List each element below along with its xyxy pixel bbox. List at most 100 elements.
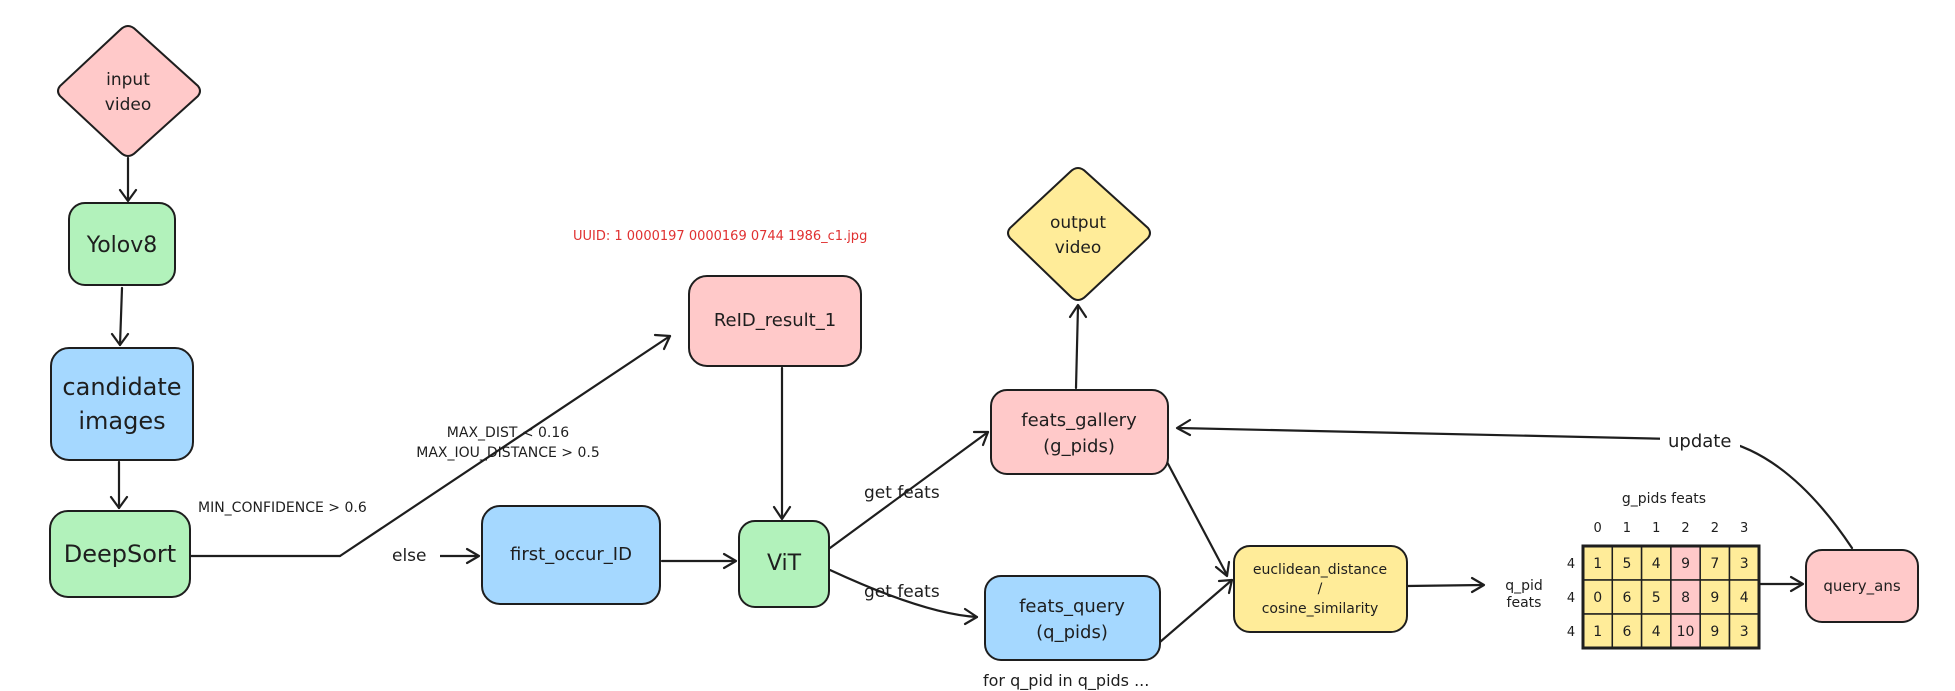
yolov8-shape [68, 202, 176, 286]
query-ans-shape [1805, 549, 1919, 623]
arrowhead-vit-top [772, 505, 792, 521]
yolov8-label: Yolov8 [86, 233, 158, 258]
matrix-cell-value: 9 [1710, 590, 1719, 606]
deepsort-shape [49, 510, 191, 598]
uuid-annotation: UUID: 1 0000197 0000169 0744 1986_c1.jpg [573, 229, 867, 244]
reid-result-label: ReID_result_1 [714, 310, 836, 331]
first-occur-id-shape [481, 505, 661, 605]
matrix-cell-value: 1 [1593, 556, 1602, 572]
label-else-bg [378, 542, 440, 568]
matrix-cell-value: 7 [1710, 556, 1719, 572]
matrix-cell [1611, 579, 1643, 615]
matrix-col-header: 1 [1652, 521, 1660, 536]
vit-label: ViT [767, 551, 802, 576]
deepsort-label: DeepSort [64, 540, 176, 568]
first-occur-id-label: first_occur_ID [510, 544, 632, 565]
edge-feats-gallery-to-output-video [1074, 304, 1080, 390]
arrowhead-feats-gallery [972, 430, 990, 447]
vit-shape [738, 520, 830, 608]
node-yolov8: Yolov8 [68, 202, 176, 286]
edge-query-ans-to-feats-gallery [1176, 426, 1854, 550]
matrix-cell-value: 9 [1710, 624, 1719, 640]
input-video-shape [57, 24, 201, 158]
arrowhead-feats-query [963, 607, 979, 626]
matrix-col-header: 0 [1594, 521, 1602, 536]
arrowhead-matrix [1470, 576, 1486, 594]
matrix-cell-value: 8 [1681, 590, 1690, 606]
node-similarity: euclidean_distance/cosine_similarity [1233, 545, 1408, 633]
matrix-row-header: 4 [1567, 557, 1575, 572]
feats-gallery-shape [990, 389, 1169, 475]
arrowhead-deepsort [109, 495, 129, 510]
edges [109, 156, 1854, 644]
arrowhead-reid-result [653, 333, 672, 351]
candidate-images-shape [50, 347, 194, 461]
edge-labels: MIN_CONFIDENCE > 0.6 else MAX_DIST < 0.1… [198, 425, 1740, 691]
similarity-shape [1233, 545, 1408, 633]
label-get-feats-gallery: get feats [864, 483, 940, 503]
node-deepsort: DeepSort [49, 510, 191, 598]
matrix-title: g_pids feats [1622, 491, 1706, 507]
arrowhead-query-ans [1789, 575, 1805, 593]
output-video-shape [1007, 166, 1151, 302]
label-loop: for q_pid in q_pids ... [983, 671, 1149, 691]
matrix-cell-value: 9 [1681, 556, 1690, 572]
edge-yolov8-to-candidate-images [118, 286, 124, 347]
label-get-feats-query: get feats [864, 582, 940, 602]
matrix-col-header: 2 [1681, 521, 1689, 536]
matrix-cell-value: 5 [1622, 556, 1631, 572]
matrix-col-header: 3 [1740, 521, 1748, 536]
edge-feats-query-to-similarity [1158, 578, 1234, 644]
edge-vit-to-feats-gallery [828, 430, 990, 550]
matrix-border [1581, 544, 1761, 650]
matrix-cell-value: 1 [1593, 624, 1602, 640]
matrix-row-header: 4 [1567, 591, 1575, 606]
matrix-cell-value: 3 [1740, 624, 1749, 640]
node-reid-result: ReID_result_1 [688, 275, 862, 367]
edge-vit-to-feats-query [828, 568, 979, 619]
arrowhead-first-occur-id [465, 547, 481, 565]
matrix-cell-value: 10 [1677, 624, 1695, 640]
label-update: update [1668, 431, 1731, 452]
arrowhead-vit [722, 552, 738, 570]
matrix-cell [1582, 579, 1614, 615]
matrix-row-header: 4 [1567, 625, 1575, 640]
feats-gallery-label: feats_gallery(g_pids) [1021, 410, 1137, 457]
node-feats-gallery: feats_gallery(g_pids) [990, 389, 1169, 475]
arrowhead-similarity-bottom [1217, 578, 1234, 595]
query-ans-label: query_ans [1823, 577, 1900, 596]
matrix-cell-value: 6 [1622, 590, 1631, 606]
node-vit: ViT [738, 520, 830, 608]
reid-result-shape [688, 275, 862, 367]
similarity-label: euclidean_distance/cosine_similarity [1253, 562, 1387, 617]
matrix-cell-value: 6 [1622, 624, 1631, 640]
arrowhead-feats-gallery-right [1175, 418, 1192, 437]
edge-similarity-to-matrix [1405, 583, 1485, 588]
arrowhead-similarity-top [1214, 560, 1231, 578]
label-max-iou: MAX_IOU_DISTANCE > 0.5 [416, 445, 599, 461]
matrix-col-header: 1 [1623, 521, 1631, 536]
node-query-ans: query_ans [1805, 549, 1919, 623]
feats-query-label: feats_query(q_pids) [1019, 596, 1125, 643]
edge-deepsort-to-reid-result [338, 334, 672, 558]
matrix-cell-value: 4 [1652, 556, 1661, 572]
matrix-cell-value: 0 [1593, 590, 1602, 606]
label-update-bg [1660, 428, 1740, 454]
matrix-col-header: 2 [1711, 521, 1719, 536]
matrix-cell-value: 3 [1740, 556, 1749, 572]
matrix-row-headers: 4 4 4 [1567, 557, 1575, 640]
node-first-occur-id: first_occur_ID [481, 505, 661, 605]
matrix-cell-value: 4 [1740, 590, 1749, 606]
matrix-cell-value: 4 [1652, 624, 1661, 640]
label-else: else [392, 546, 427, 566]
